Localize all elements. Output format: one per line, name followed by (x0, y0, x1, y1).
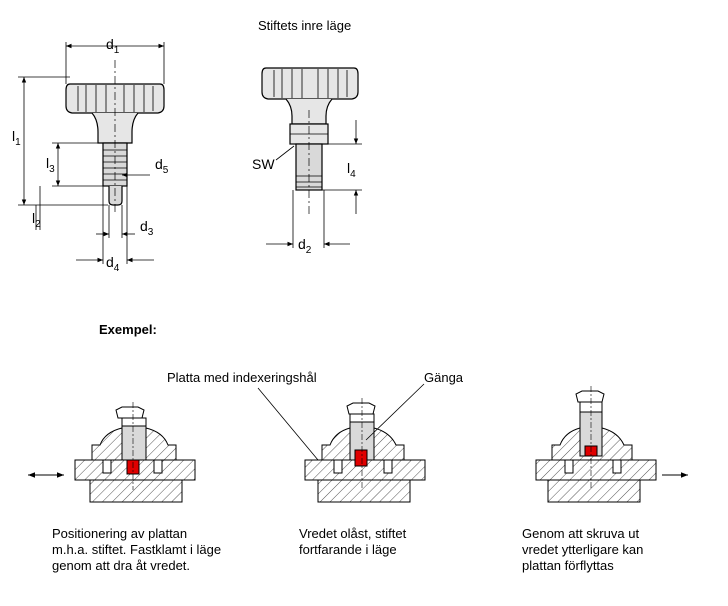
dim-l2: l2 (32, 210, 41, 230)
knob-grip-lines (77, 85, 154, 112)
example-2-assembly (304, 398, 426, 503)
knob-grip-lines-right (273, 69, 348, 98)
knob-side-view (65, 60, 165, 215)
caption-example-1: Positionering av plattan m.h.a. stiftet.… (52, 526, 222, 573)
example-1-assembly (74, 402, 196, 503)
knob-retracted-view (261, 67, 359, 215)
view-title: Stiftets inre läge (258, 18, 352, 33)
dim-l4: l4 (347, 160, 356, 180)
caption-example-2: Vredet olåst, stiftet fortfarande i läge (299, 526, 407, 557)
index-pin (108, 186, 123, 206)
dim-d4: d4 (106, 254, 120, 274)
dimension-lines-left (18, 42, 165, 264)
dim-l3: l3 (46, 155, 55, 175)
dimension-lines-right (266, 120, 362, 248)
dim-d2: d2 (298, 236, 312, 256)
dim-sw: SW (252, 156, 275, 172)
callout-plate-label: Platta med indexeringshål (167, 370, 317, 385)
knob-head-right (261, 67, 359, 100)
dim-d5: d5 (155, 156, 169, 176)
dim-l1: l1 (12, 128, 21, 148)
threaded-body-right (295, 143, 323, 191)
caption-example-3: Genom att skruva ut vredet ytterligare k… (522, 526, 644, 573)
callout-thread-label: Gänga (424, 370, 464, 385)
example-heading: Exempel: (99, 322, 157, 337)
dim-d1: d1 (106, 36, 120, 56)
callout-leaders (257, 383, 425, 461)
ex2-pin-red (354, 449, 368, 467)
example-3-assembly (535, 386, 657, 503)
dim-d3: d3 (140, 218, 154, 238)
